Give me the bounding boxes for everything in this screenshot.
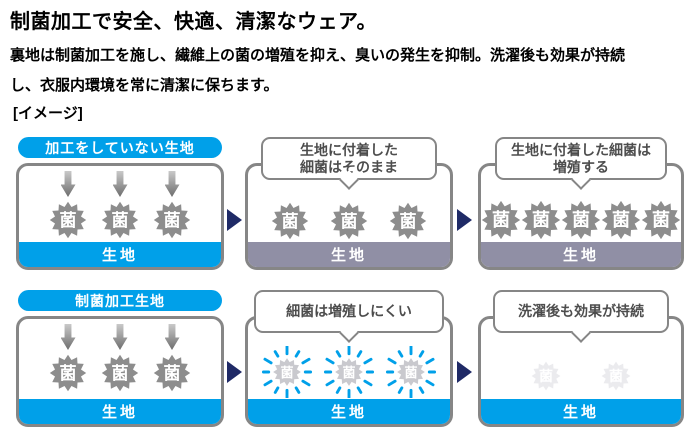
fabric-label: 生地 — [330, 247, 367, 264]
fabric-panel: 菌菌菌 生地 — [245, 163, 453, 270]
germ-icons-row: 菌菌菌菌菌 — [481, 200, 681, 240]
fabric-bar: 生地 — [248, 242, 450, 267]
germ-icon: 菌 — [153, 201, 191, 239]
germ-icons-row: 菌菌菌 — [19, 171, 221, 239]
fabric-label: 生地 — [101, 247, 138, 264]
falling-germ: 菌 — [153, 324, 191, 392]
germ-icon: 菌 — [49, 354, 87, 392]
fabric-label: 生地 — [562, 404, 599, 421]
fabric-panel: 菌菌菌 生地 — [16, 163, 224, 270]
germ-icon: 菌 — [271, 202, 309, 240]
germ-icon: 菌 — [481, 200, 521, 240]
next-step-arrow-icon — [457, 209, 472, 231]
falling-germ: 菌 — [101, 324, 139, 392]
panel-treated-step2: 細菌は増殖しにくい 菌菌菌 生地 — [245, 290, 453, 427]
down-arrow-icon — [60, 324, 76, 350]
fabric-label: 生地 — [562, 247, 599, 264]
germ-icon: 菌 — [561, 200, 601, 240]
down-arrow-icon — [164, 324, 180, 350]
fabric-bar: 生地 — [481, 399, 681, 424]
next-step-arrow-icon — [227, 361, 242, 383]
fabric-bar: 生地 — [481, 242, 681, 267]
description-line: し、衣服内環境を常に清潔に保ちます。 — [10, 77, 279, 94]
falling-germ: 菌 — [49, 171, 87, 239]
germ-icon: 菌 — [641, 200, 681, 240]
sparkle-germ-icon: 菌 — [323, 346, 375, 398]
balloon-text: 細菌は増殖しにくい — [286, 303, 412, 320]
germ-icons-row: 菌菌菌 — [248, 346, 450, 398]
germ-icon: 菌 — [330, 202, 368, 240]
panel-untreated-step2: 生地に付着した 細菌はそのまま 菌菌菌 生地 — [245, 137, 453, 270]
fabric-panel: 菌菌菌 生地 — [245, 316, 453, 427]
germ-icon: 菌 — [101, 201, 139, 239]
pill-header-treated: 制菌加工生地 — [18, 290, 222, 311]
speech-balloon: 生地に付着した 細菌はそのまま — [261, 137, 437, 190]
germ-icon: 菌 — [49, 201, 87, 239]
panel-treated-step1: 制菌加工生地 菌菌菌 生地 — [16, 290, 224, 427]
germ-icon: 菌 — [153, 354, 191, 392]
germ-icon: 菌 — [601, 200, 641, 240]
fabric-bar: 生地 — [248, 399, 450, 424]
germ-icon: 菌 — [389, 202, 427, 240]
fabric-label: 生地 — [330, 404, 367, 421]
description-line: 裏地は制菌加工を施し、繊維上の菌の増殖を抑え、臭いの発生を抑制。洗濯後も効果が持… — [10, 47, 626, 64]
speech-balloon: 細菌は増殖しにくい — [254, 290, 444, 343]
fabric-panel: 菌菌菌菌菌 生地 — [478, 163, 684, 270]
germ-icon: 菌 — [101, 354, 139, 392]
panel-untreated-step3: 生地に付着した細菌は 増殖する 菌菌菌菌菌 生地 — [478, 137, 684, 270]
balloon-text: 洗濯後も効果が持続 — [518, 303, 644, 320]
germ-icons-row: 菌菌 — [481, 361, 681, 391]
down-arrow-icon — [60, 171, 76, 197]
falling-germ: 菌 — [49, 324, 87, 392]
panel-untreated-step1: 加工をしていない生地 菌菌菌 生地 — [16, 137, 224, 270]
fabric-panel: 菌菌菌 生地 — [16, 316, 224, 427]
balloon-text: 生地に付着した細菌は 増殖する — [511, 142, 651, 175]
description: 裏地は制菌加工を施し、繊維上の菌の増殖を抑え、臭いの発生を抑制。洗濯後も効果が持… — [10, 41, 696, 101]
speech-balloon: 洗濯後も効果が持続 — [493, 290, 669, 343]
pill-header-untreated: 加工をしていない生地 — [18, 137, 222, 158]
germ-icon: 菌 — [521, 200, 561, 240]
next-step-arrow-icon — [457, 361, 472, 383]
sparkle-germ-icon: 菌 — [261, 346, 313, 398]
germ-icon: 菌 — [531, 361, 561, 391]
fabric-label: 生地 — [101, 404, 138, 421]
falling-germ: 菌 — [101, 171, 139, 239]
panel-treated-step3: 洗濯後も効果が持続 菌菌 生地 — [478, 290, 684, 427]
fabric-bar: 生地 — [19, 242, 221, 267]
down-arrow-icon — [164, 171, 180, 197]
germ-icons-row: 菌菌菌 — [248, 202, 450, 240]
down-arrow-icon — [112, 324, 128, 350]
germ-icon: 菌 — [601, 361, 631, 391]
image-caption: [イメージ] — [13, 105, 83, 122]
page-title: 制菌加工で安全、快適、清潔なウェア。 — [10, 11, 377, 33]
speech-balloon: 生地に付着した細菌は 増殖する — [495, 137, 667, 190]
fabric-bar: 生地 — [19, 399, 221, 424]
sparkle-germ-icon: 菌 — [385, 346, 437, 398]
down-arrow-icon — [112, 171, 128, 197]
germ-icons-row: 菌菌菌 — [19, 324, 221, 392]
next-step-arrow-icon — [227, 209, 242, 231]
balloon-text: 生地に付着した 細菌はそのまま — [300, 142, 398, 175]
falling-germ: 菌 — [153, 171, 191, 239]
